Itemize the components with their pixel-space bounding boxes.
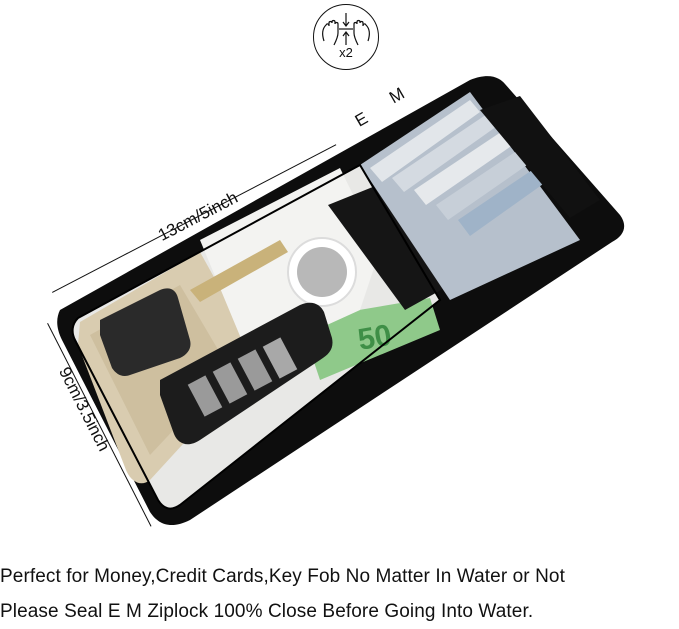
press-count-label: x2 (339, 45, 353, 60)
caption-usage: Perfect for Money,Credit Cards,Key Fob N… (0, 566, 565, 587)
hands-press-icon (322, 13, 370, 46)
press-seal-icon: x2 (313, 4, 379, 70)
waterproof-pouch-photo: 50 (57, 76, 625, 526)
caption-seal-warning: Please Seal E M Ziplock 100% Close Befor… (0, 601, 534, 622)
